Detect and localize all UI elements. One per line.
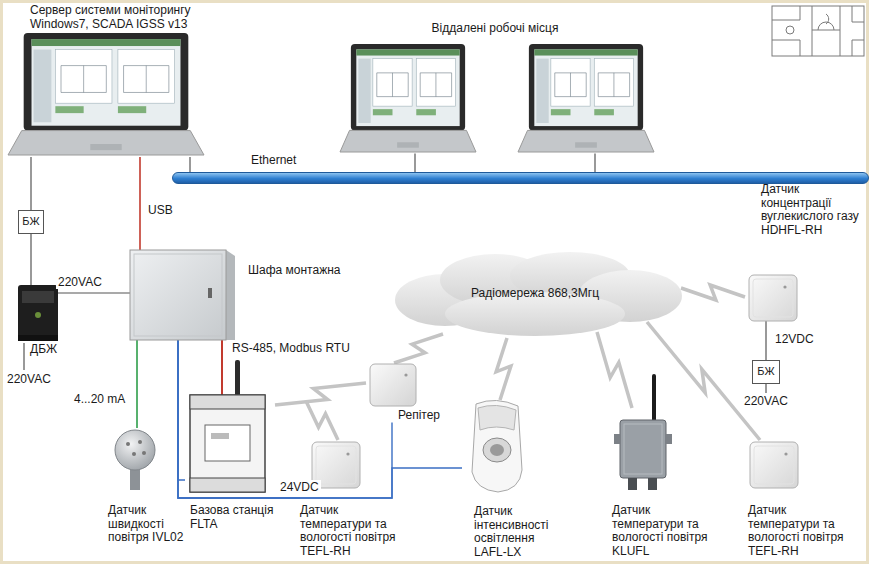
light-sensor: Датчик інтенсивності освітлення LAFL-LX [462, 400, 562, 559]
radio-link [275, 383, 366, 405]
wire-connector [178, 340, 300, 498]
power-lead [765, 384, 766, 393]
voltage-label: 220VAC [743, 394, 789, 408]
node-label: Датчик температури та вологості повітря … [300, 504, 408, 558]
icon-holder [745, 273, 867, 321]
power-lead [23, 343, 24, 370]
icon-holder [12, 285, 64, 341]
wire-connector [765, 321, 766, 360]
wire-connector [30, 157, 31, 210]
sensor-icon [748, 440, 860, 492]
light-sensor-icon [462, 400, 562, 495]
mounting-cabinet: Шафа монтажна [130, 250, 235, 340]
radio-link [496, 338, 511, 400]
icon-holder [366, 363, 466, 407]
air-speed-sensor: Датчик швидкості повітря IVL02 [100, 428, 200, 545]
node-label: БЖ [757, 365, 774, 379]
connector-label: USB [146, 203, 175, 217]
icon-holder [462, 400, 562, 495]
radio-link [597, 332, 632, 408]
node-label: Віддалені робочі місця [395, 22, 595, 36]
wire-connector [189, 157, 190, 172]
connector-label: 220VAC [56, 275, 104, 289]
icon-holder [130, 250, 235, 340]
radio-network-cloud: Радіомережа 868,3Мгц [385, 250, 685, 338]
node-label: Датчик швидкості повітря IVL02 [108, 504, 198, 545]
power-supply-box: БЖ [752, 360, 780, 384]
node-label: Базова станція FLTA [190, 504, 280, 531]
wire-connector [414, 154, 415, 173]
node-label: Датчик температури та вологості повітря … [748, 504, 856, 558]
air-speed-icon [100, 428, 200, 500]
icon-holder [612, 408, 724, 492]
repeater: Репітер [366, 363, 466, 423]
connector-label: RS-485, Modbus RTU [230, 341, 352, 355]
laptop-pair-icon [335, 36, 660, 154]
laptop-icon [8, 31, 248, 157]
connector-label: 12VDC [773, 332, 816, 346]
base-station-icon [185, 395, 275, 492]
icon-holder [335, 36, 660, 154]
plan-arches [818, 14, 834, 30]
node-label: Датчик інтенсивності освітлення LAFL-LX [474, 505, 558, 559]
floor-plan [772, 6, 864, 56]
sensor-icon [745, 273, 867, 321]
plan-apse [786, 26, 794, 34]
node-label: Датчик концентрації вуглекислого газу HD… [761, 183, 865, 237]
node-label: Датчик температури та вологості повітря … [612, 504, 722, 558]
wire-connector [139, 157, 141, 250]
connector-label: 24VDC [278, 480, 321, 494]
power-supply-box: БЖ [18, 210, 44, 234]
radio-link [306, 401, 338, 440]
node-label: Шафа монтажна [248, 264, 340, 278]
workstation-group: Віддалені робочі місця [335, 22, 660, 154]
base-station: Базова станція FLTA [185, 395, 275, 531]
voltage-label: 220VAC [6, 372, 52, 386]
ups-icon [12, 285, 64, 341]
radio-link [681, 285, 745, 300]
temp-humidity-sensor: Датчик температури та вологості повітря … [748, 440, 860, 558]
wire-connector [178, 340, 392, 498]
wire-connector [594, 154, 595, 173]
node-label: Ethernet [251, 154, 296, 168]
node-label: БЖ [22, 215, 39, 229]
co2-sensor: Датчик концентрації вуглекислого газу HD… [745, 183, 867, 321]
ups-unit: ДБЖ [12, 285, 64, 357]
wire-connector [221, 340, 223, 395]
connector-label: 4...20 mA [72, 392, 127, 406]
wire-connector [136, 340, 138, 428]
wire-connector [30, 234, 31, 285]
server-laptop: Сервер системи моніторингу Windows7, SCA… [8, 4, 248, 157]
node-label: Репітер [398, 409, 466, 423]
icon-holder [748, 440, 860, 492]
cabinet-icon [130, 250, 235, 340]
temp-humidity-sensor: Датчик температури та вологості повітря … [300, 440, 410, 558]
radio-sensor-icon [612, 408, 724, 492]
node-label: Радіомережа 868,3Мгц [471, 287, 599, 301]
icon-holder [8, 31, 248, 157]
node-label: Сервер системи моніторингу Windows7, SCA… [30, 4, 230, 31]
plan-outline [772, 6, 864, 56]
temp-humidity-sensor-radio: Датчик температури та вологості повітря … [612, 408, 724, 558]
icon-holder [100, 428, 200, 500]
wire-connector [178, 340, 185, 480]
icon-holder [185, 395, 275, 492]
plan-walls [772, 6, 864, 56]
wire-connector [58, 292, 130, 293]
node-label: ДБЖ [30, 343, 64, 357]
radio-link [394, 334, 443, 363]
repeater-icon [366, 363, 466, 407]
